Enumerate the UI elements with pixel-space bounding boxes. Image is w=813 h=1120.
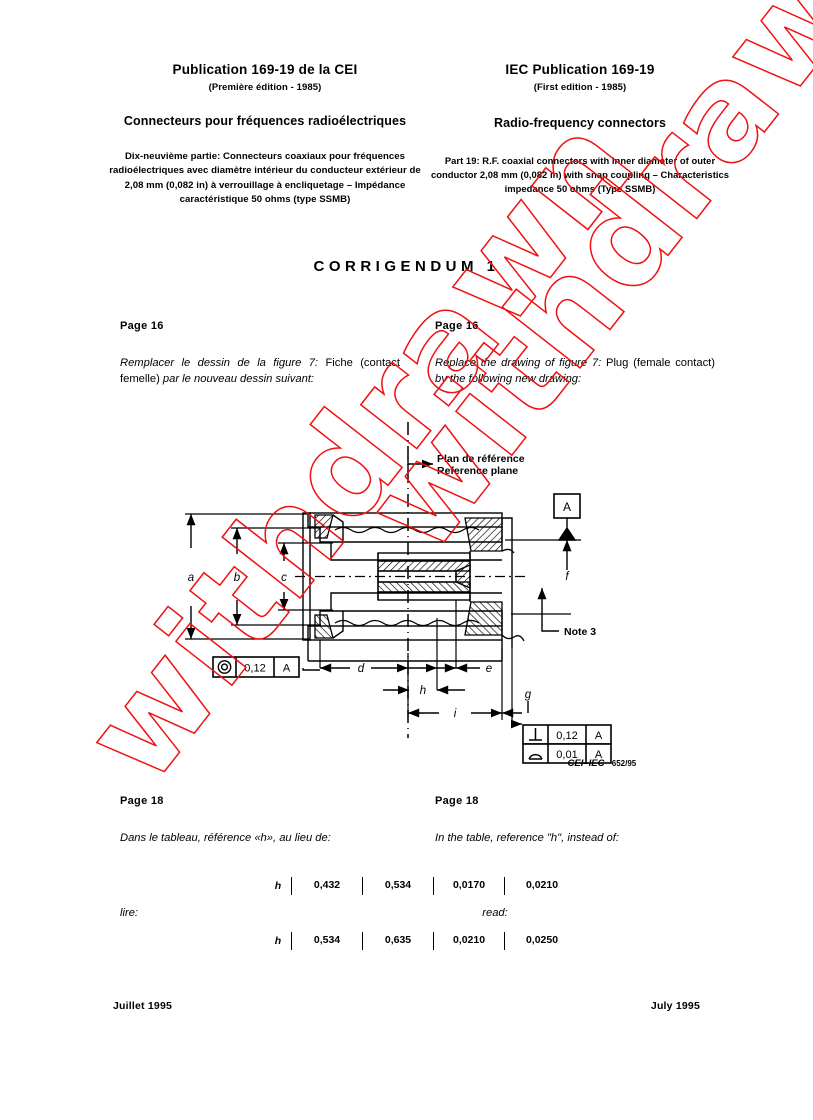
profile-datum: A [595, 749, 603, 761]
publication-number-fr: Publication 169-19 de la CEI [172, 62, 358, 77]
label-dimension-h: h [420, 685, 426, 697]
table-cell-instead-of-1: 0,534 [362, 877, 433, 895]
instruction-16-en: Replace the drawing of figure 7: Plug (f… [435, 355, 715, 387]
document-title-fr: Connecteurs pour fréquences radioélectri… [123, 113, 407, 128]
note3-label: Note 3 [564, 626, 596, 638]
instruction-16-fr-part3: par le nouveau dessin suivant: [162, 373, 315, 386]
corrigendum-title: CORRIGENDUM 1 [313, 258, 500, 275]
figure-number-label: 652/95 [612, 759, 637, 768]
table-cell-instead-of-3: 0,0210 [504, 877, 579, 895]
instruction-16-en-part3: by the following new drawing: [435, 373, 582, 386]
concentricity-icon [217, 660, 232, 674]
table-cell-instead-of-2: 0,0170 [433, 877, 504, 895]
instruction-18-fr-text: Dans le tableau, référence «h», au lieu … [120, 832, 331, 844]
page-label-16-en: Page 16 [435, 320, 479, 332]
tolerance-frame-perpendicularity: 0,12 A [522, 724, 612, 745]
note3-leader [537, 588, 559, 632]
instruction-16-en-part2: Plug (female contact) [605, 357, 715, 369]
perpendicularity-value: 0,12 [556, 730, 577, 742]
edition-fr: (Première édition - 1985) [208, 81, 322, 93]
page-label-18-en: Page 18 [435, 795, 479, 807]
table-cell-read-3: 0,0250 [504, 932, 579, 950]
read-label-en-text: read: [482, 907, 508, 919]
lire-label-fr-text: lire: [120, 907, 139, 919]
document-subtitle-fr: Dix-neuvième partie: Connecteurs coaxiau… [109, 150, 421, 205]
table-cell-instead-of-0: 0,432 [291, 877, 362, 895]
label-dimension-a: a [188, 572, 194, 584]
label-dimension-i: i [454, 708, 457, 720]
page-label-18-fr: Page 18 [120, 795, 164, 807]
table-ref-read: h [274, 934, 282, 947]
label-dimension-f: f [565, 571, 570, 583]
table-cell-read-2: 0,0210 [433, 932, 504, 950]
table-row-read: h 0,534 0,635 0,0210 0,0250 [265, 932, 579, 950]
concentricity-value: 0,12 [244, 663, 265, 675]
document-subtitle-en: Part 19: R.F. coaxial connectors with in… [430, 154, 730, 194]
label-dimension-b: b [234, 572, 241, 584]
footer-date-en: July 1995 [650, 1000, 700, 1012]
publication-number-en: IEC Publication 169-19 [505, 62, 655, 77]
edition-en: (First edition - 1985) [533, 81, 627, 93]
instruction-18-en-text: In the table, reference "h", instead of: [435, 832, 619, 844]
document-title-en: Radio-frequency connectors [493, 115, 667, 130]
header-english: IEC Publication 169-19 (First edition - … [430, 62, 730, 196]
table-cell-read-0: 0,534 [291, 932, 362, 950]
instruction-18-fr: Dans le tableau, référence «h», au lieu … [120, 830, 400, 846]
lire-label-fr: lire: [120, 905, 400, 921]
figure-reference-label: CEI–IEC [568, 758, 605, 769]
table-row-instead-of: h 0,432 0,534 0,0170 0,0210 [265, 877, 579, 895]
datum-frame-a: A [553, 493, 581, 519]
label-dimension-e: e [486, 663, 492, 675]
perpendicularity-datum: A [595, 730, 603, 742]
datum-triangle-a [557, 518, 577, 541]
tolerance-frame-concentricity: 0,12 A [212, 656, 300, 678]
table-ref-instead-of: h [274, 879, 282, 892]
label-dimension-g: g [525, 689, 532, 701]
instruction-16-fr-part1: Remplacer le dessin de la figure 7: [120, 357, 319, 369]
footer-date-fr: Juillet 1995 [113, 1000, 173, 1012]
reference-plane-label-fr: Plan de référence [437, 453, 525, 465]
instruction-16-fr: Remplacer le dessin de la figure 7: Fich… [120, 355, 400, 387]
label-dimension-c: c [281, 572, 287, 584]
instruction-18-en: In the table, reference "h", instead of: [435, 830, 715, 846]
instruction-16-en-part1: Replace the drawing of figure 7: [435, 357, 602, 369]
concentricity-leader [302, 668, 320, 671]
connector-technical-drawing: 0,12 A A 0,12 A [175, 418, 645, 793]
profile-icon [528, 753, 543, 760]
read-label-en: read: [435, 905, 555, 921]
dimension-arrow-g [502, 701, 529, 718]
datum-label-a: A [563, 500, 571, 514]
perpendicularity-icon [529, 728, 542, 741]
label-dimension-d: d [358, 663, 365, 675]
table-cell-read-1: 0,635 [362, 932, 433, 950]
tolerance-frame-profile: 0,01 A [522, 743, 612, 764]
profile-value: 0,01 [556, 749, 577, 761]
reference-plane-label-en: Reference plane [437, 465, 518, 477]
instruction-16-fr-part2: Fiche (contact femelle) [120, 357, 400, 386]
concentricity-datum: A [283, 663, 291, 675]
header-french: Publication 169-19 de la CEI (Première é… [100, 62, 430, 207]
page-label-16-fr: Page 16 [120, 320, 164, 332]
